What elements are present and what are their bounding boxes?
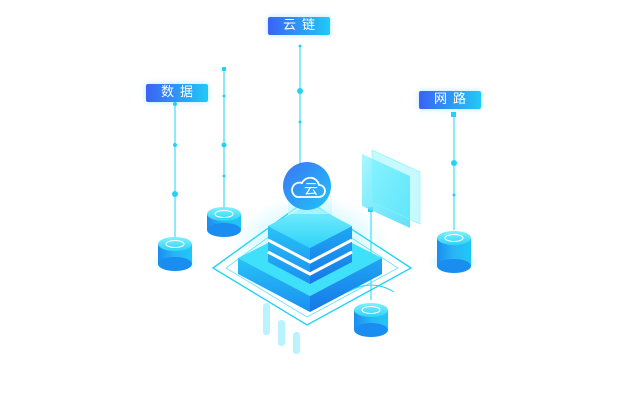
- database-cylinder-mid: [207, 207, 241, 237]
- server-stack: [267, 204, 353, 284]
- database-cylinder-left: [151, 237, 199, 272]
- cloud-bubble: [283, 162, 331, 210]
- small-pillars: [263, 303, 300, 354]
- floating-panels: [362, 149, 421, 228]
- label-wanglu: 网路: [419, 91, 481, 109]
- cloud-icon: 云: [304, 182, 318, 198]
- database-cylinder-right: [428, 231, 480, 273]
- label-shuju: 数据: [146, 84, 208, 102]
- label-yunlian: 云链: [268, 17, 330, 35]
- database-cylinder-front: [347, 284, 395, 337]
